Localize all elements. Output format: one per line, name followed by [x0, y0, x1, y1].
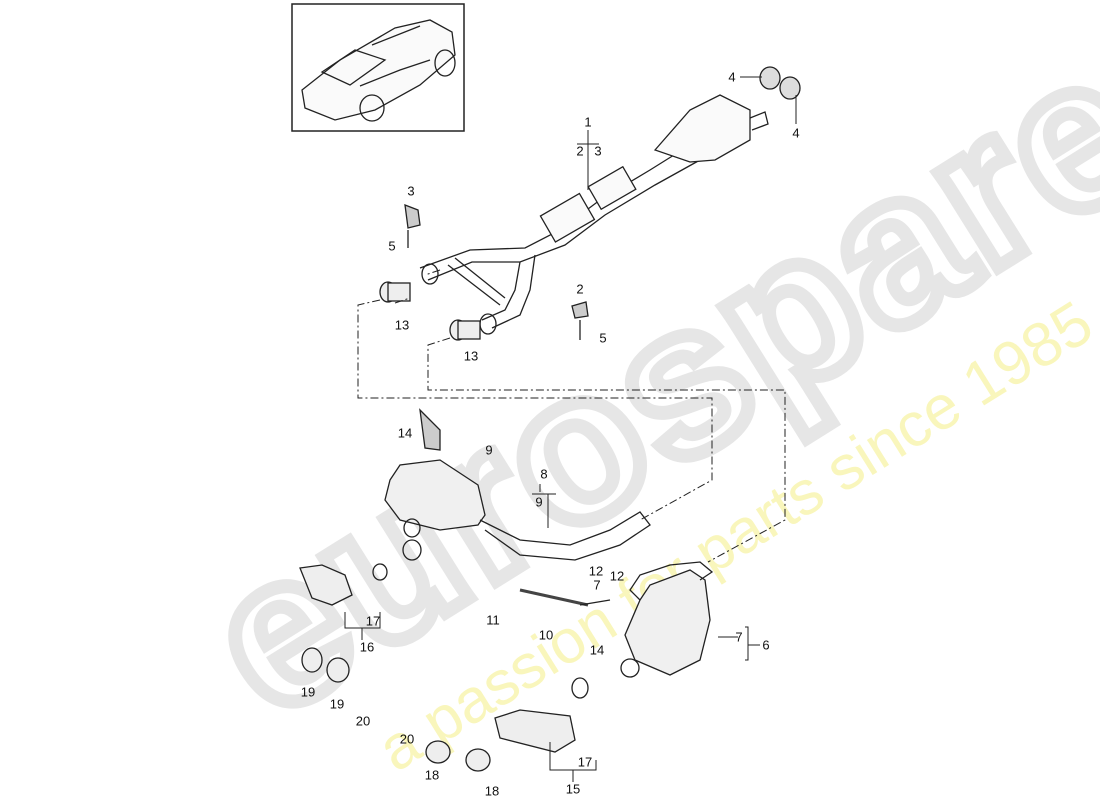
callout-14: 14	[589, 642, 605, 658]
connection-lines	[357, 269, 786, 563]
callout-7: 7	[593, 577, 601, 593]
callout-5: 5	[599, 330, 607, 346]
callout-19: 19	[329, 696, 345, 712]
callout-12: 12	[588, 563, 604, 579]
callout-3: 3	[407, 183, 415, 199]
callout-17: 17	[365, 613, 381, 629]
callout-2: 2	[576, 143, 584, 159]
callout-18: 18	[484, 783, 500, 799]
callout-11: 11	[486, 612, 500, 628]
callout-7: 7	[735, 629, 743, 645]
callout-9: 9	[535, 494, 543, 510]
callout-4: 4	[728, 69, 736, 85]
callout-16: 16	[359, 639, 375, 655]
callout-2: 2	[576, 281, 584, 297]
callout-12: 12	[609, 568, 625, 584]
car-thumbnail	[291, 3, 465, 132]
callout-6: 6	[762, 637, 770, 653]
callout-17: 17	[577, 754, 593, 770]
callout-13: 13	[463, 348, 479, 364]
callout-10: 10	[538, 627, 554, 643]
callout-20: 20	[355, 713, 371, 729]
callout-19: 19	[300, 684, 316, 700]
callout-18: 18	[424, 767, 440, 783]
callout-14: 14	[397, 425, 413, 441]
callout-20: 20	[399, 731, 415, 747]
callout-8: 8	[540, 466, 548, 482]
callout-3: 3	[594, 143, 602, 159]
left-rear-muffler	[299, 408, 651, 683]
callout-13: 13	[394, 317, 410, 333]
callout-1: 1	[584, 114, 592, 130]
callout-5: 5	[388, 238, 396, 254]
callout-15: 15	[565, 781, 581, 797]
front-exhaust-assembly	[379, 66, 801, 341]
leader-lines	[344, 76, 797, 782]
callout-4: 4	[792, 125, 800, 141]
right-rear-muffler	[425, 561, 714, 772]
callout-9: 9	[485, 442, 493, 458]
